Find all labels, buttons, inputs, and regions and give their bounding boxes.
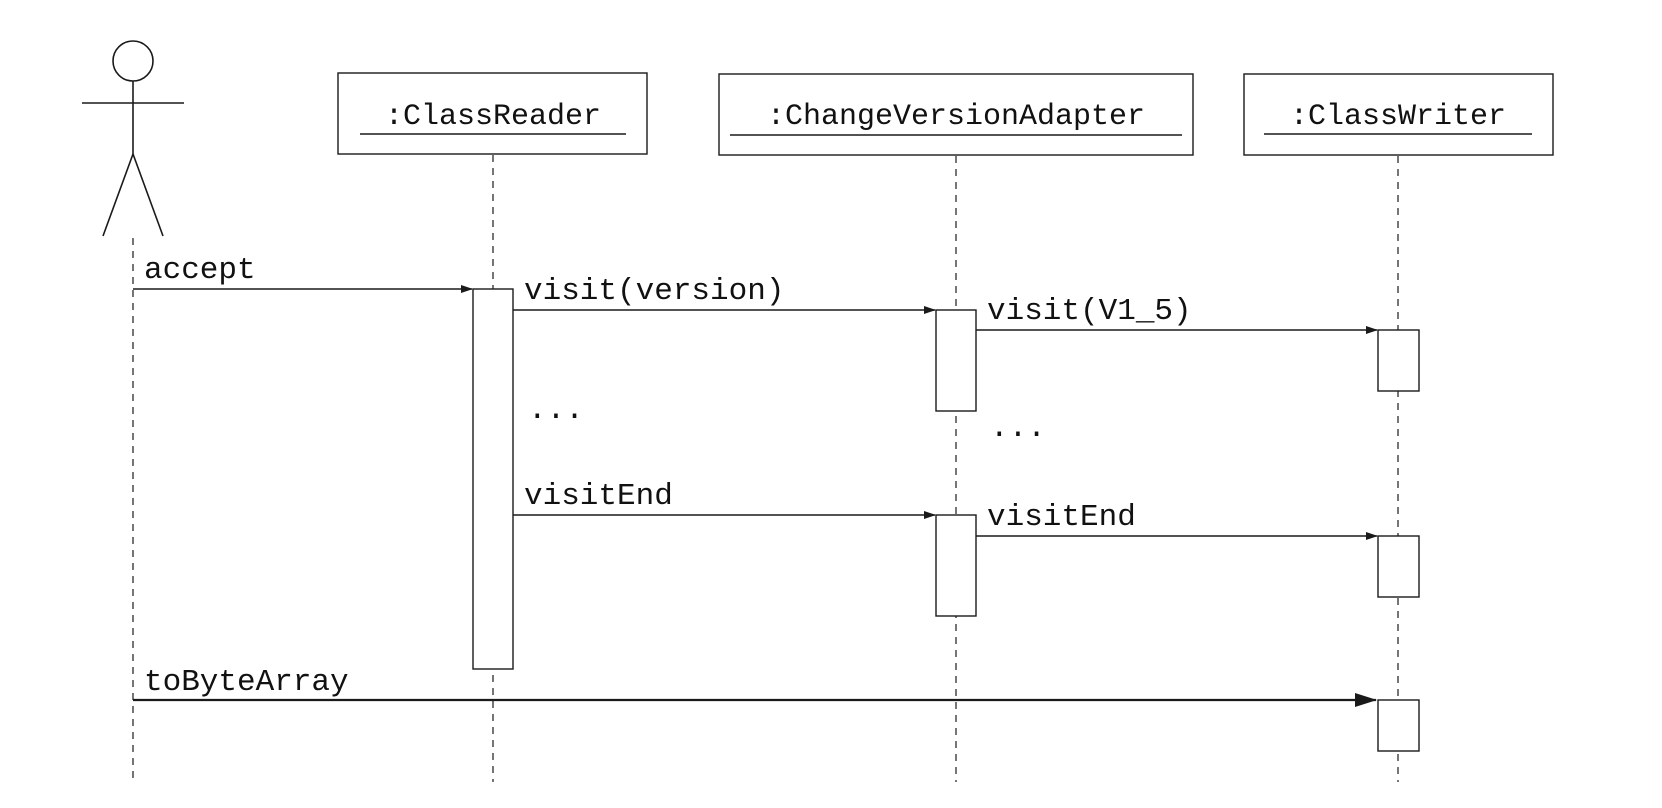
message-accept-label: accept [144, 253, 256, 288]
actor-icon [82, 40, 184, 237]
message-visit-v1-5-label: visit(V1_5) [987, 294, 1192, 329]
ellipsis-reader: ... [528, 393, 584, 428]
class-writer-head: :ClassWriter [1243, 73, 1554, 156]
writer-activation-visit-end [1377, 535, 1420, 598]
message-accept: accept [133, 253, 473, 293]
actor-leg-left [102, 153, 134, 237]
message-visit-end-1: visitEnd [513, 479, 936, 519]
message-visit-version: visit(version) [513, 274, 936, 314]
class-reader-head: :ClassReader [337, 72, 648, 155]
ellipsis-adapter: ... [990, 411, 1046, 446]
message-visit-v1-5: visit(V1_5) [976, 294, 1378, 334]
writer-activation-visit [1377, 329, 1420, 392]
actor-head [112, 40, 154, 82]
class-reader-label: :ClassReader [385, 100, 601, 134]
class-reader-activation [472, 288, 514, 670]
message-to-byte-array: toByteArray [133, 665, 1377, 707]
adapter-activation-visit [935, 309, 977, 412]
change-version-adapter-head: :ChangeVersionAdapter [718, 73, 1194, 156]
adapter-activation-visit-end [935, 514, 977, 617]
actor-leg-right [132, 153, 164, 237]
message-visit-end-1-label: visitEnd [524, 479, 673, 514]
writer-activation-to-byte-array [1377, 699, 1420, 752]
class-writer-label: :ClassWriter [1290, 100, 1506, 134]
message-visit-version-label: visit(version) [524, 274, 784, 309]
message-visit-end-2: visitEnd [976, 500, 1378, 540]
message-visit-end-2-label: visitEnd [987, 500, 1136, 535]
change-version-adapter-label: :ChangeVersionAdapter [767, 100, 1145, 134]
message-to-byte-array-label: toByteArray [144, 665, 349, 700]
